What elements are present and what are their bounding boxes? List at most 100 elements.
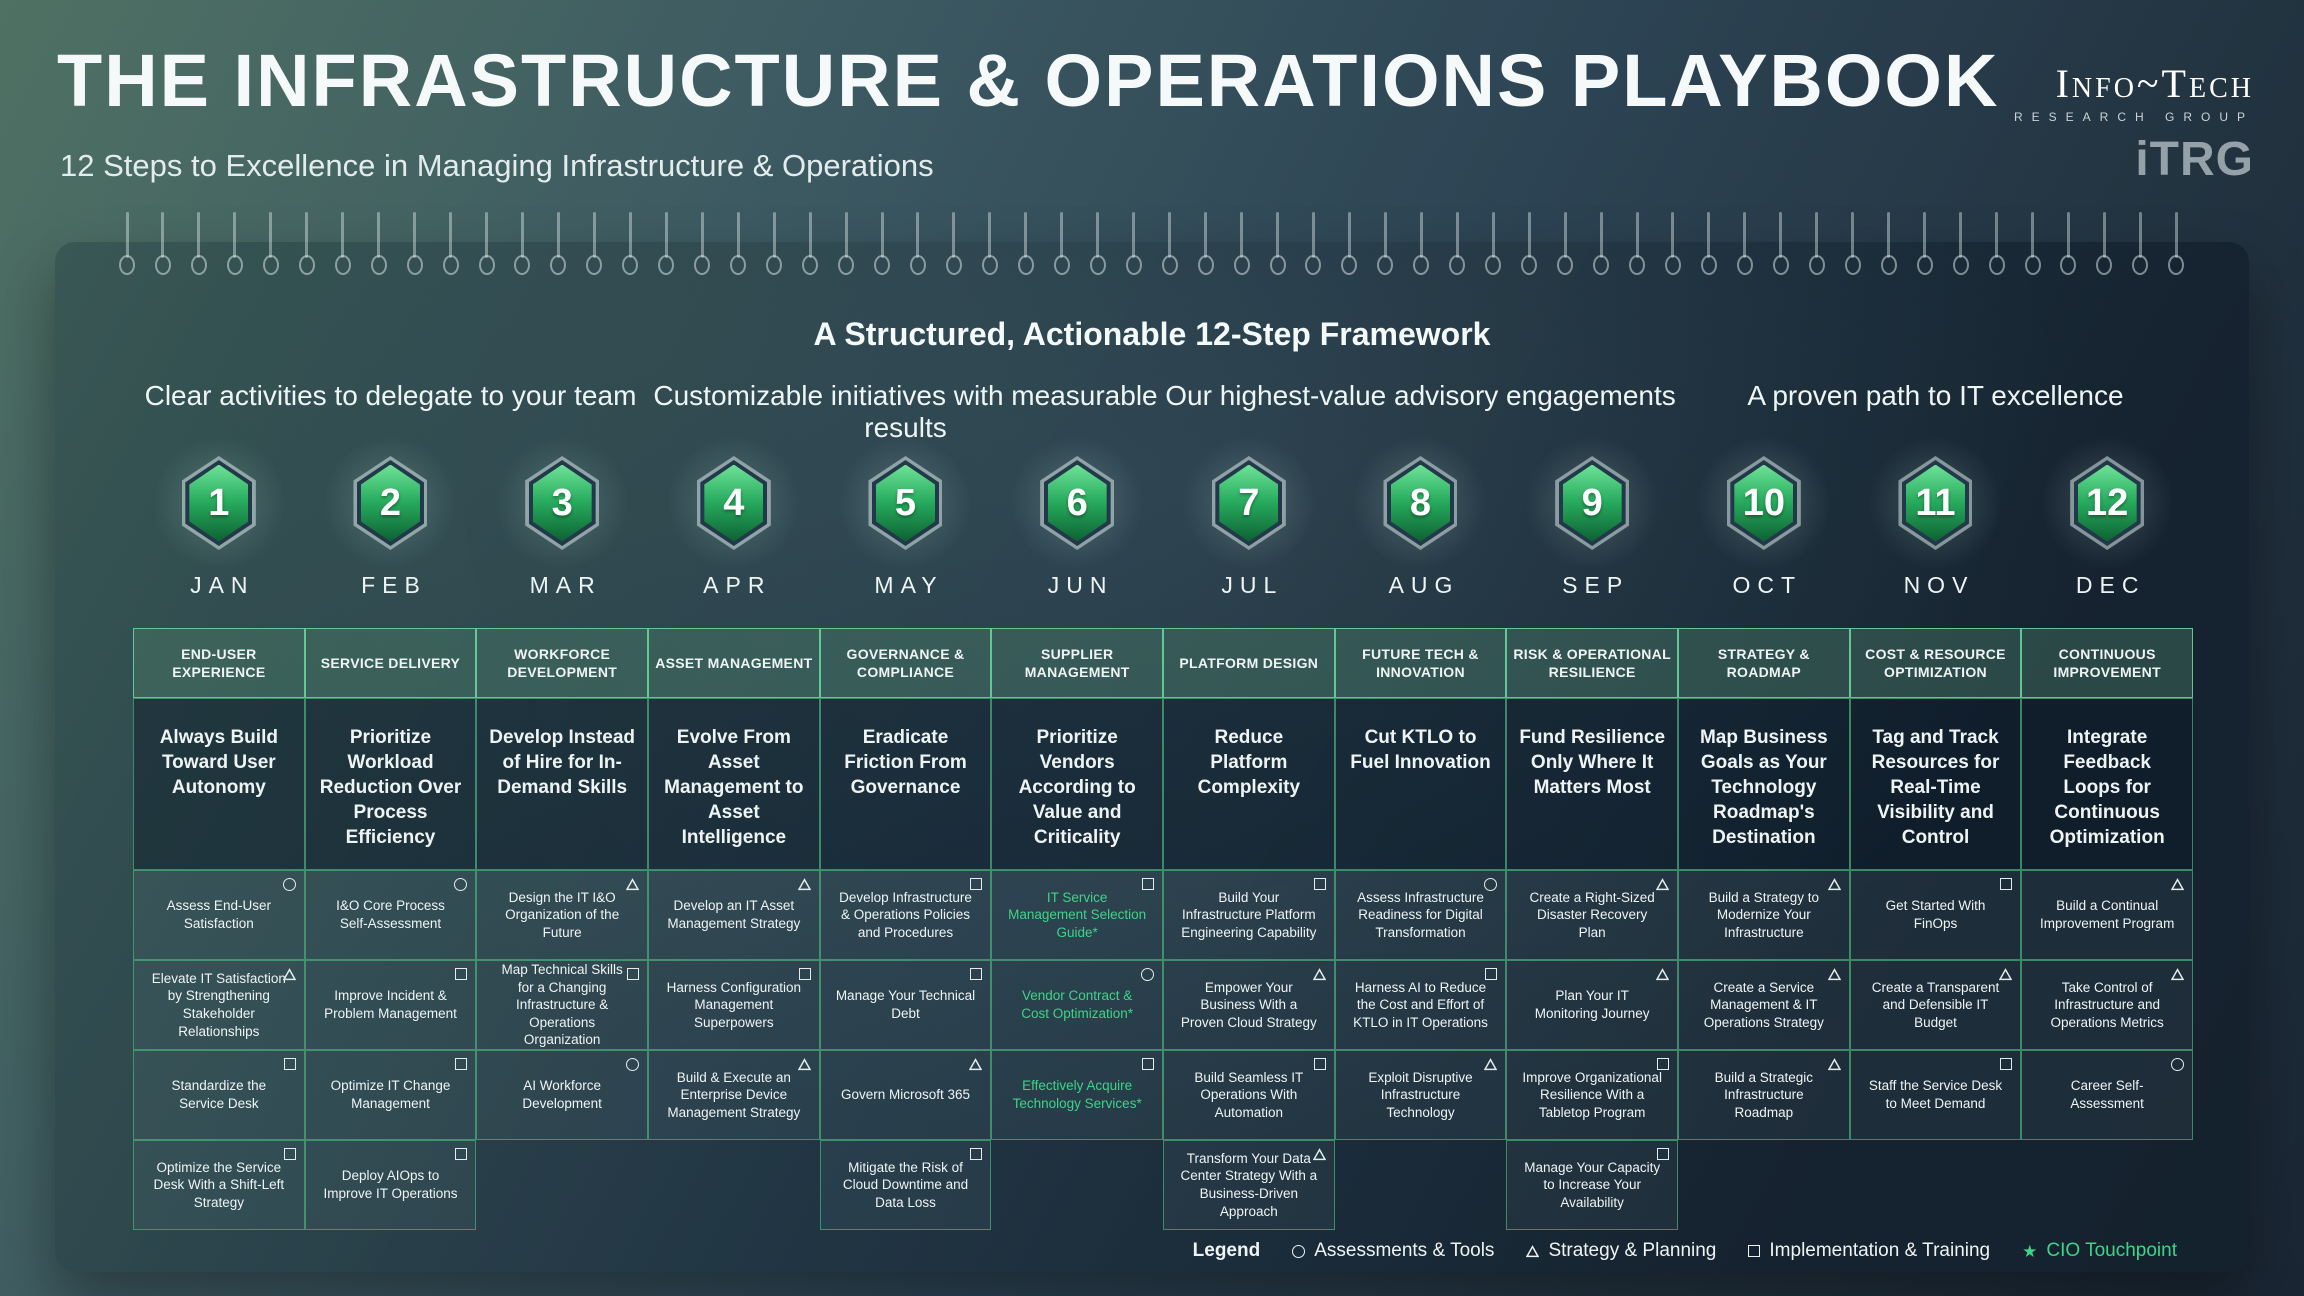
step-hexagon-ring: 5 <box>868 456 943 550</box>
step-hexagon-gap: 9 <box>1558 460 1626 546</box>
binding-pin-stem <box>413 212 417 258</box>
binding-pin <box>1269 212 1286 275</box>
binding-pin-ring <box>730 255 747 275</box>
activity-label: Improve Organizational Resilience With a… <box>1522 1069 1662 1120</box>
binding-pin-stem <box>1455 212 1459 258</box>
binding-pin-ring <box>909 255 926 275</box>
statement-cell: Integrate Feedback Loops for Continuous … <box>2021 698 2193 870</box>
binding-pin <box>838 212 855 275</box>
activity-label: Transform Your Data Center Strategy With… <box>1180 1150 1318 1219</box>
square-icon <box>283 1058 296 1070</box>
binding-pin-ring <box>1449 255 1466 275</box>
activity-label: Develop Infrastructure & Operations Poli… <box>839 889 972 940</box>
square-icon <box>1748 1245 1761 1257</box>
binding-pin <box>406 212 423 275</box>
step-hexagon-gap: 3 <box>528 460 596 546</box>
square-icon <box>1657 1148 1669 1160</box>
activity-label: Create a Right-Sized Disaster Recovery P… <box>1529 889 1655 940</box>
step-number: 1 <box>189 464 249 542</box>
binding-pin-stem <box>1419 212 1423 258</box>
binding-pin-ring <box>1736 255 1753 275</box>
binding-pin-ring <box>1305 255 1322 275</box>
activity-cell: Take Control of Infrastructure and Opera… <box>2021 960 2193 1050</box>
binding-pin-ring <box>766 255 783 275</box>
binding-pin-ring <box>1521 255 1538 275</box>
activity-cell: Vendor Contract & Cost Optimization* <box>991 960 1163 1050</box>
binding-pin <box>2168 212 2185 275</box>
month-label: JUL <box>1221 572 1284 598</box>
triangle-icon <box>2171 968 2184 981</box>
step-badge: 4 <box>648 427 820 579</box>
activity-cell: Optimize the Service Desk With a Shift-L… <box>133 1140 305 1230</box>
binding-pin <box>478 212 495 275</box>
statement-cell: Map Business Goals as Your Technology Ro… <box>1678 698 1850 870</box>
binding-pin-stem <box>1851 212 1855 258</box>
step-badge: 9 <box>1506 427 1678 579</box>
group-label: Our highest-value advisory engagements <box>1165 380 1676 411</box>
step-hexagon-gap: 1 <box>185 460 253 546</box>
binding-pin <box>1808 212 1825 275</box>
binding-pin <box>694 212 711 275</box>
binding-pin-stem <box>1347 212 1351 258</box>
month-label: JAN <box>190 572 255 598</box>
binding-pin <box>119 212 135 275</box>
binding-pin-ring <box>1269 255 1286 275</box>
step-hexagon-ring: 6 <box>1040 456 1115 550</box>
binding-pin-ring <box>2060 255 2077 275</box>
binding-pin <box>442 212 459 275</box>
binding-pin-ring <box>1844 255 1861 275</box>
activity-cell: Harness AI to Reduce the Cost and Effort… <box>1334 960 1507 1050</box>
activity-cell: Create a Service Management & IT Operati… <box>1678 960 1850 1050</box>
category-header: SUPPLIER MANAGEMENT <box>991 628 1163 698</box>
month-label: APR <box>703 572 772 598</box>
legend-label: Legend <box>1192 1240 1261 1261</box>
binding-pin <box>1305 212 1322 275</box>
binding-pin-stem <box>2102 212 2106 258</box>
circle-icon <box>1141 968 1154 981</box>
triangle-icon <box>1827 1058 1841 1071</box>
binding-pin-ring <box>802 255 819 275</box>
square-icon <box>1142 878 1154 890</box>
binding-pin <box>2024 212 2041 275</box>
activity-label: Build Seamless IT Operations With Automa… <box>1194 1069 1304 1120</box>
binding-pin-ring <box>1700 255 1717 275</box>
binding-pin-ring <box>550 255 567 275</box>
square-icon <box>455 1058 468 1070</box>
triangle-icon <box>2171 878 2184 891</box>
binding-pin-ring <box>1664 255 1681 275</box>
activity-cell: Mitigate the Risk of Cloud Downtime and … <box>819 1140 992 1230</box>
category-header: GOVERNANCE & COMPLIANCE <box>819 628 992 698</box>
binding-pin <box>1521 212 1538 275</box>
category-header: WORKFORCE DEVELOPMENT <box>476 628 648 698</box>
activity-label: Build & Execute an Enterprise Device Man… <box>667 1069 801 1120</box>
step-hexagon-gap: 12 <box>2073 460 2141 546</box>
activity-cell: Improve Incident & Problem Management <box>304 960 477 1050</box>
activity-label: Optimize IT Change Management <box>330 1078 451 1111</box>
square-icon <box>2000 1058 2013 1070</box>
binding-pin-stem <box>233 212 237 258</box>
group-label: Customizable initiatives with measurable… <box>653 380 1158 443</box>
category-header: FUTURE TECH & INNOVATION <box>1334 628 1507 698</box>
binding-pin-stem <box>1563 212 1567 258</box>
activity-label: Build Your Infrastructure Platform Engin… <box>1181 889 1317 940</box>
research-group-label: RESEARCH GROUP <box>2013 110 2254 124</box>
activity-label: Plan Your IT Monitoring Journey <box>1534 988 1650 1021</box>
binding-pin-stem <box>2174 212 2178 258</box>
binding-pin <box>1017 212 1034 275</box>
binding-pin-ring <box>981 255 998 275</box>
category-header: CONTINUOUS IMPROVEMENT <box>2021 628 2193 698</box>
binding-pin-ring <box>119 255 135 275</box>
activity-label: Empower Your Business With a Proven Clou… <box>1180 979 1317 1030</box>
step-hexagon-gap: 10 <box>1730 460 1798 546</box>
binding-pin-stem <box>1743 212 1747 258</box>
page-title: THE INFRASTRUCTURE & OPERATIONS PLAYBOOK <box>57 39 2000 122</box>
binding-pin <box>1377 212 1394 275</box>
binding-pin-ring <box>226 255 243 275</box>
triangle-icon <box>1312 1148 1326 1161</box>
binding-pin-ring <box>586 255 603 275</box>
triangle-icon <box>969 1058 983 1071</box>
step-badge: 6 <box>991 427 1163 579</box>
circle-icon <box>1292 1244 1306 1258</box>
step-hexagon-gap: 4 <box>700 460 768 546</box>
binding-pin-stem <box>664 212 668 258</box>
